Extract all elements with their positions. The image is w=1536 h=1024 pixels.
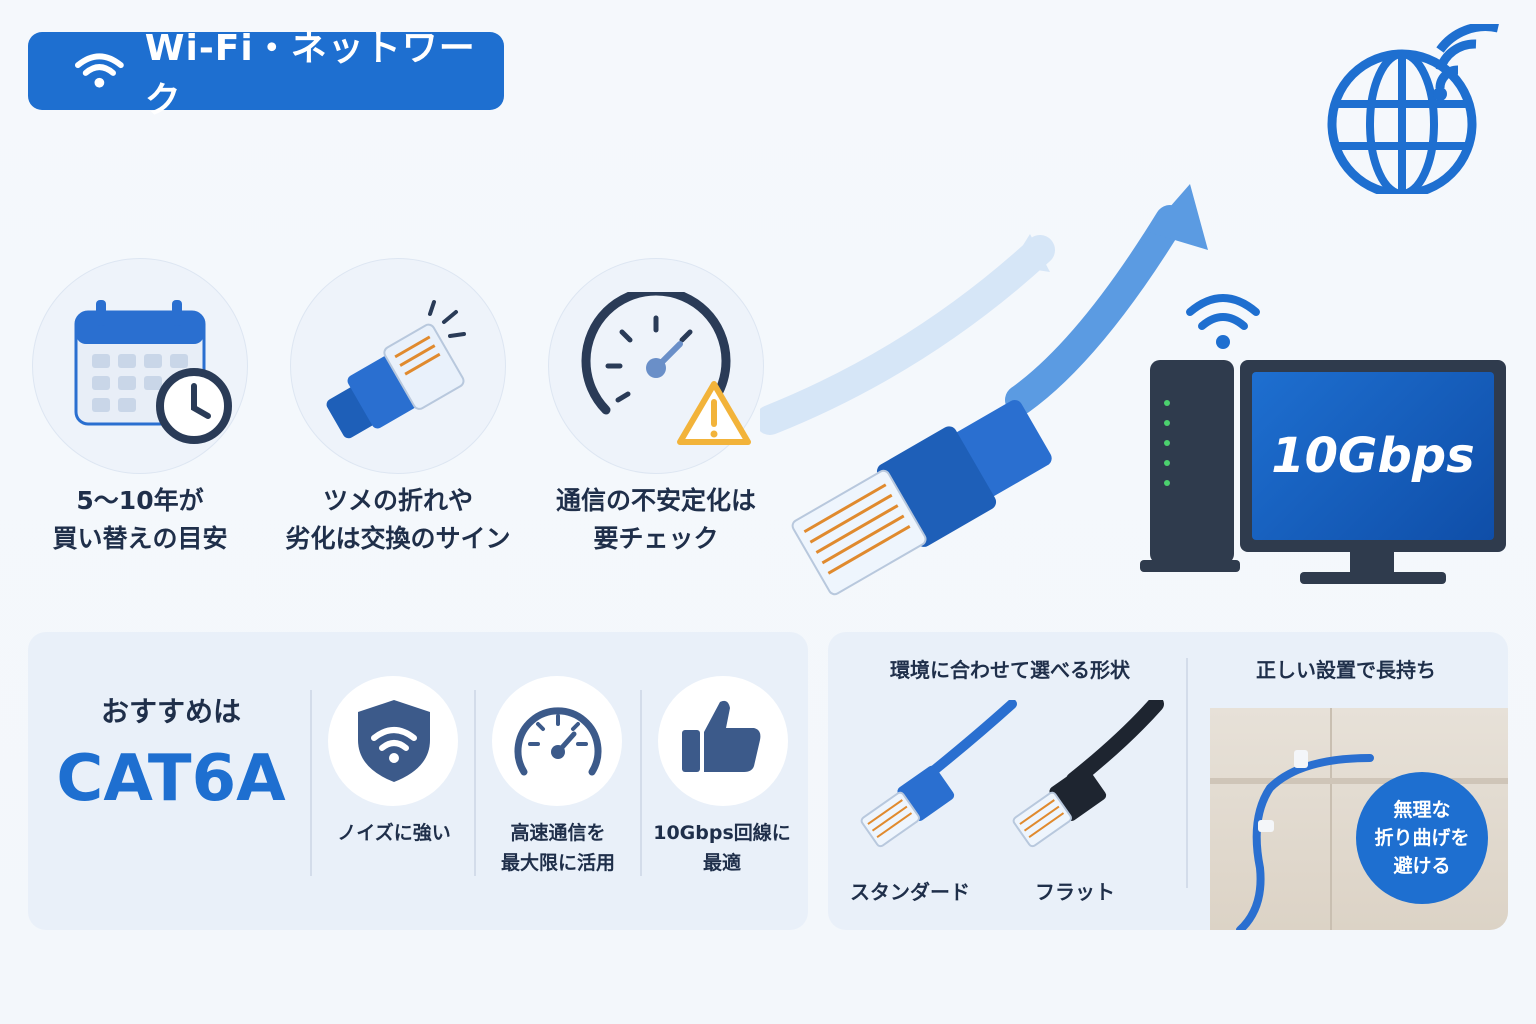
- divider: [474, 690, 476, 876]
- category-badge: Wi-Fi・ネットワーク: [28, 28, 504, 121]
- router-base: [1140, 560, 1240, 572]
- flat-label: フラット: [1035, 880, 1115, 904]
- globe-wifi-icon: [1327, 24, 1499, 194]
- tip-caption-latch: ツメの折れや劣化は交換のサイン: [285, 486, 511, 553]
- thumbs-up-icon: [682, 700, 761, 772]
- recommend-lead: おすすめは: [100, 695, 241, 728]
- standard-label: スタンダード: [850, 880, 970, 904]
- flat-cable-icon: [1012, 700, 1164, 848]
- feature-caption-10g: 10Gbps回線に最適: [653, 822, 791, 874]
- feature-caption-speed: 高速通信を最大限に活用: [500, 822, 615, 874]
- shield-wifi-icon: [358, 700, 430, 782]
- divider: [310, 690, 312, 876]
- category-title: Wi-Fi・ネットワーク: [144, 28, 476, 121]
- router-wifi-icon: [1186, 294, 1260, 349]
- wifi-icon: [74, 53, 124, 88]
- divider: [640, 690, 642, 876]
- shapes-title: 環境に合わせて選べる形状: [890, 658, 1130, 682]
- speed-label: 10Gbps: [1271, 428, 1475, 484]
- cable-routing-icon: [1236, 750, 1374, 930]
- standard-cable-icon: [860, 700, 1017, 848]
- tip-caption-unstable: 通信の不安定化は要チェック: [555, 486, 756, 553]
- monitor-stand: [1350, 552, 1394, 574]
- monitor: 10Gbps: [1240, 360, 1506, 552]
- broken-connector-icon: [326, 300, 466, 439]
- monitor-base: [1300, 572, 1446, 584]
- avoid-bending-badge: 無理な 折り曲げを 避ける: [1356, 772, 1488, 904]
- feature-caption-noise: ノイズに強い: [337, 822, 451, 844]
- speedometer-icon: [514, 707, 602, 776]
- calendar-clock-icon: [74, 300, 232, 444]
- divider: [1186, 658, 1188, 888]
- router: [1150, 360, 1234, 564]
- install-title: 正しい設置で長持ち: [1256, 658, 1436, 682]
- tip-caption-replacement: 5〜10年が買い替えの目安: [52, 486, 228, 553]
- speedometer-warning-icon: [581, 292, 751, 445]
- recommend-name: CAT6A: [56, 742, 286, 816]
- lan-cable-illustration: [760, 184, 1208, 596]
